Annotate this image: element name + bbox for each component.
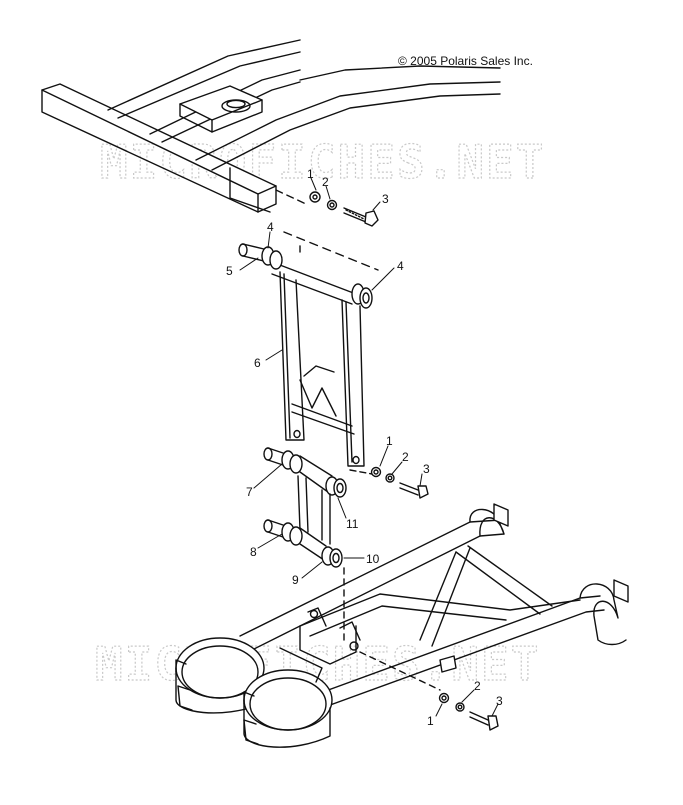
chassis-frame — [41, 39, 501, 213]
hardware-set-top — [309, 191, 379, 227]
callout-label: 6 — [254, 356, 261, 370]
middle-shaft — [263, 447, 347, 545]
callout-label: 3 — [423, 462, 430, 476]
hardware-set-bottom — [438, 692, 499, 731]
callout-label: 2 — [402, 450, 409, 464]
callout-label: 3 — [496, 694, 503, 708]
callout-label: 1 — [307, 167, 314, 181]
callout-label: 2 — [474, 679, 481, 693]
callout-labels: 1 2 3 4 4 5 6 1 2 3 7 11 8 10 9 1 2 3 — [226, 167, 503, 728]
rear-suspension-frame — [175, 503, 629, 748]
callout-label: 1 — [386, 434, 393, 448]
callout-label: 2 — [322, 175, 329, 189]
callout-label: 4 — [267, 220, 274, 234]
callout-label: 5 — [226, 264, 233, 278]
callout-leaders — [239, 177, 499, 717]
callout-label: 10 — [366, 552, 380, 566]
callout-label: 1 — [427, 714, 434, 728]
lower-shaft — [263, 519, 345, 641]
callout-label: 9 — [292, 573, 299, 587]
hardware-set-middle — [370, 466, 429, 499]
callout-label: 7 — [246, 485, 253, 499]
callout-label: 11 — [346, 517, 359, 531]
copyright-notice: © 2005 Polaris Sales Inc. — [398, 54, 533, 68]
callout-label: 4 — [397, 259, 404, 273]
callout-label: 8 — [250, 545, 257, 559]
callout-label: 3 — [382, 192, 389, 206]
